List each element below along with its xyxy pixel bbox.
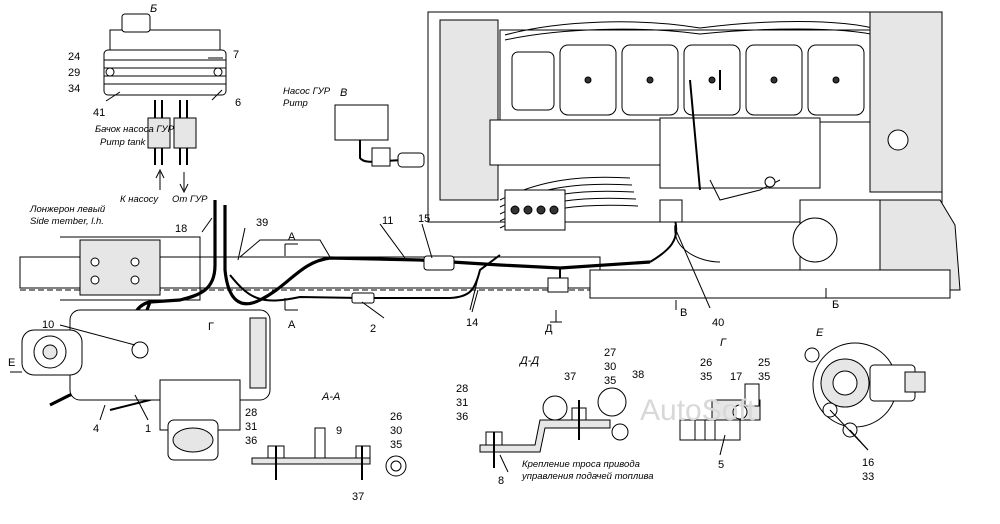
arrow-a-bottom: А — [288, 319, 296, 331]
g-label-26: 26 — [700, 357, 712, 369]
aa-label-31: 31 — [245, 421, 257, 433]
dd-label-38: 38 — [632, 369, 644, 381]
engine-block — [427, 11, 961, 291]
arrow-b: Б — [832, 299, 839, 311]
label-29: 29 — [68, 67, 80, 79]
label-11: 11 — [382, 215, 393, 227]
cable-caption-2: управления подачей топлива — [521, 471, 654, 482]
member-caption-ru: Лонжерон левый — [29, 204, 106, 215]
dd-label-37: 37 — [564, 371, 576, 383]
label-24: 24 — [68, 51, 80, 63]
view-v-pump: В — [334, 87, 425, 168]
to-pump-caption: К насосу — [120, 194, 159, 205]
dd-label-27: 27 — [604, 347, 616, 359]
label-6: 6 — [235, 97, 241, 109]
label-18: 18 — [175, 223, 187, 235]
label-39: 39 — [256, 217, 268, 229]
section-dd: Д-Д — [479, 355, 629, 468]
part-numbers: 24 29 34 41 7 6 18 39 11 15 10 2 14 40 4… — [42, 49, 874, 503]
arrow-a-top: А — [288, 231, 296, 243]
aa-label-36: 36 — [245, 435, 257, 447]
section-aa-title: А-А — [321, 391, 340, 403]
aa-label-28: 28 — [245, 407, 257, 419]
aa-label-35: 35 — [390, 439, 402, 451]
watermark: AutoSoft — [640, 394, 756, 427]
tank-caption-ru: Бачок насоса ГУР — [95, 124, 175, 135]
label-15: 15 — [418, 213, 430, 225]
label-10: 10 — [42, 319, 54, 331]
label-34: 34 — [68, 83, 80, 95]
arrow-g: Г — [208, 321, 214, 333]
cable-caption-1: Крепление троса привода — [522, 459, 640, 470]
steering-gear — [21, 309, 271, 461]
g-label-17: 17 — [730, 371, 742, 383]
section-arrows — [10, 243, 827, 373]
view-g-title: Г — [720, 337, 727, 349]
dd-label-28: 28 — [456, 383, 468, 395]
g-label-35a: 35 — [700, 371, 712, 383]
label-40: 40 — [712, 317, 724, 329]
side-member-frame — [19, 236, 960, 301]
e-label-16: 16 — [862, 457, 874, 469]
engine-cylinder-covers — [559, 44, 865, 116]
label-41: 41 — [93, 107, 105, 119]
g-label-5: 5 — [718, 459, 724, 471]
view-e-title: Е — [816, 327, 824, 339]
view-v-title: В — [340, 87, 347, 99]
e-label-33: 33 — [862, 471, 874, 483]
label-7: 7 — [233, 49, 239, 61]
label-1: 1 — [145, 423, 151, 435]
dd-label-31: 31 — [456, 397, 468, 409]
aa-label-9: 9 — [336, 425, 342, 437]
aa-label-30: 30 — [390, 425, 402, 437]
dd-label-8: 8 — [498, 475, 504, 487]
view-b-pump-tank: Б — [103, 3, 227, 194]
aa-label-37: 37 — [352, 491, 364, 503]
view-e: Е — [804, 327, 926, 438]
arrow-letters: А А Б В Д Е Г — [8, 231, 839, 369]
from-pump-caption: От ГУР — [172, 194, 208, 205]
dd-label-36: 36 — [456, 411, 468, 423]
section-dd-title: Д-Д — [518, 355, 539, 367]
section-aa: А-А — [251, 391, 407, 480]
captions: Бачок насоса ГУР Pump tank Насос ГУР Pum… — [29, 86, 654, 482]
label-4: 4 — [93, 423, 99, 435]
dd-label-30: 30 — [604, 361, 616, 373]
injection-pipes — [499, 176, 639, 231]
label-14: 14 — [466, 317, 478, 329]
dd-label-35: 35 — [604, 375, 616, 387]
label-2: 2 — [370, 323, 376, 335]
g-label-25: 25 — [758, 357, 770, 369]
leader-lines — [59, 217, 869, 473]
arrow-v: В — [680, 307, 687, 319]
tank-caption-en: Pump tank — [100, 137, 147, 148]
g-label-35b: 35 — [758, 371, 770, 383]
pump-caption-ru: Насос ГУР — [283, 86, 331, 97]
view-b-title: Б — [150, 3, 157, 15]
arrow-d: Д — [545, 323, 553, 335]
aa-label-26: 26 — [390, 411, 402, 423]
arrow-e: Е — [8, 357, 15, 369]
member-caption-en: Side member, l.h. — [30, 216, 104, 227]
pump-caption-en: Pump — [283, 98, 308, 109]
